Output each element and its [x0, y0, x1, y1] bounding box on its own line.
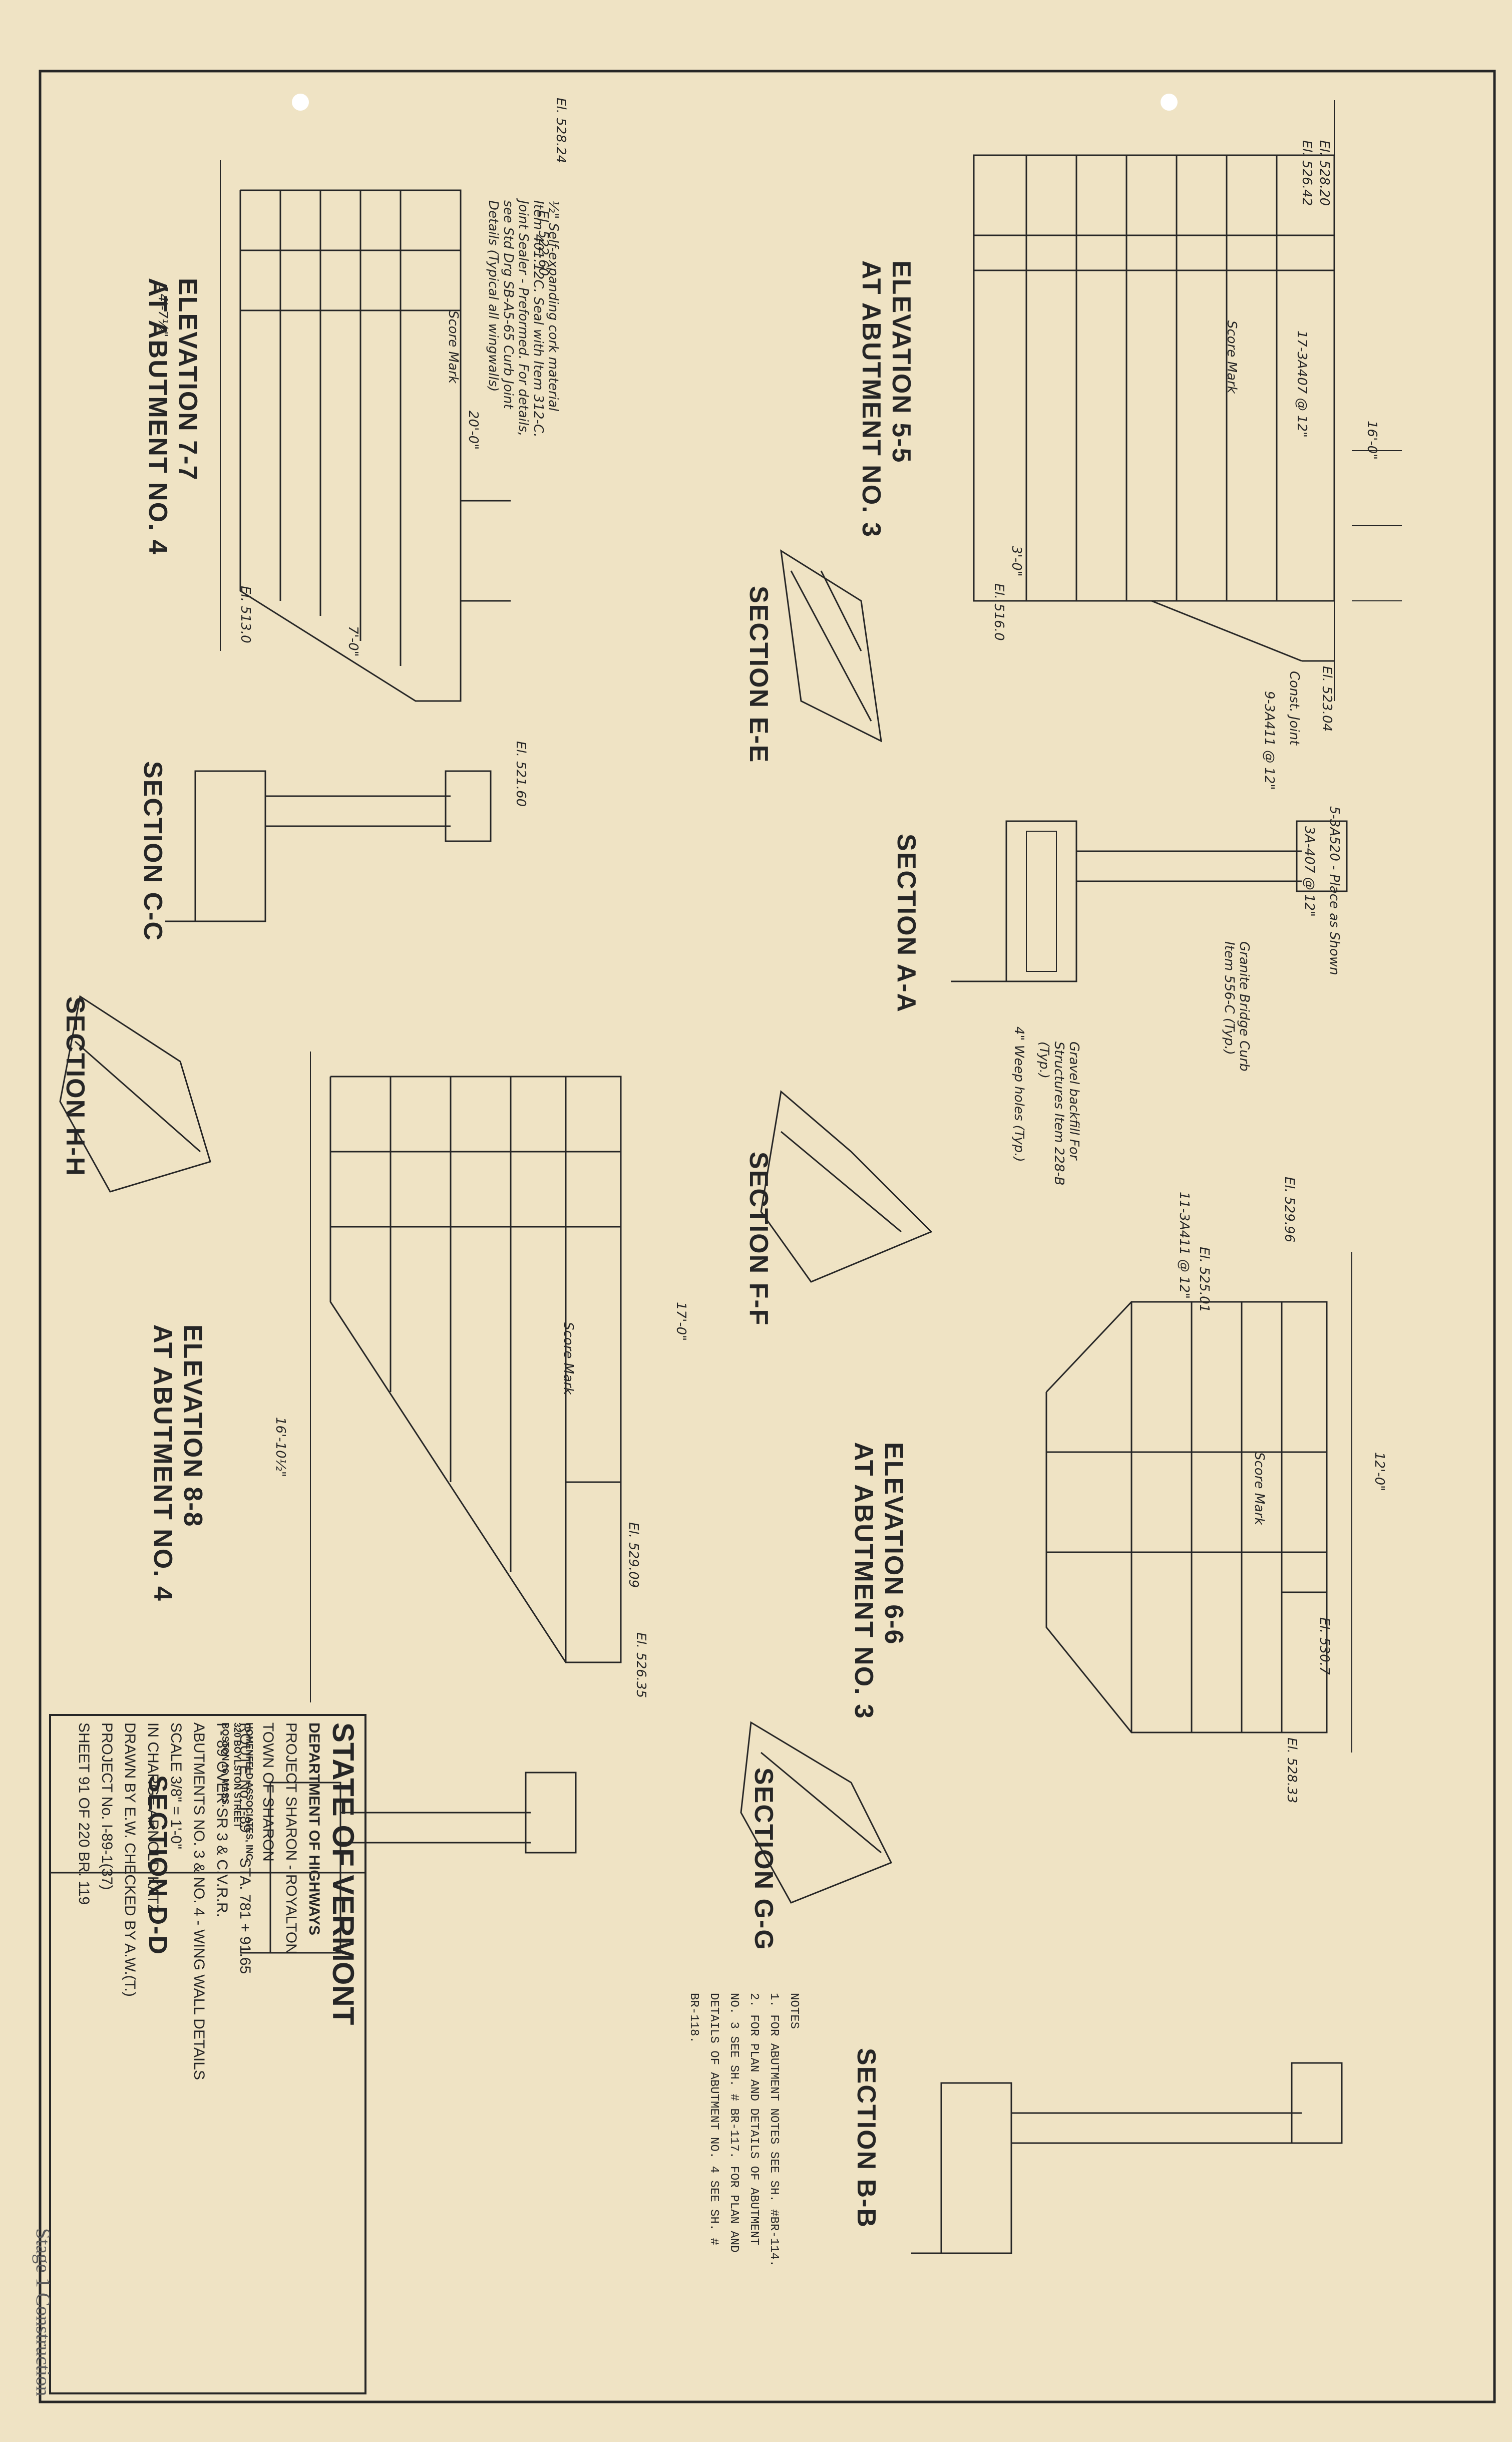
dimension-label: 17'-0" [673, 1302, 688, 1341]
elevation-8-8-lines [310, 1052, 622, 1702]
dimension-label: 7'-0" [345, 626, 360, 657]
elevation-label: El. 526.35 [633, 1632, 648, 1698]
firm-stamp: HOMENFELD ASSOCIATES, INC. 320 BOYLSTON … [220, 1722, 254, 1863]
cork-joint-note: ½" Self-expanding cork material Item 401… [486, 200, 561, 438]
rebar-callout: 3A-407 @ 12" [1302, 826, 1317, 917]
title-in-charge: IN CHARGE ARNOLD KATZ [145, 1722, 161, 1914]
view-title-section-b-b: SECTION B-B [852, 2048, 881, 2228]
elevation-label: El. 530.7 [1317, 1617, 1332, 1675]
note-item: 2. FOR PLAN AND DETAILS OF ABUTMENT NO. … [687, 1993, 761, 2253]
elevation-7-7-lines [220, 160, 511, 702]
elevation-label: El. 529.09 [626, 1522, 641, 1588]
score-mark-label: Score Mark [1252, 1452, 1267, 1525]
rebar-callout: 11-3A411 @ 12" [1177, 1192, 1192, 1299]
curb-note: Granite Bridge Curb Item 556-C (Typ.) [1222, 941, 1252, 1072]
elevation-label: El. 523.04 [1319, 666, 1334, 732]
elevation-label: El. 526.42 [1299, 140, 1314, 206]
title-scale: SCALE 3/8" = 1'-0" [168, 1722, 184, 1849]
title-drawn: DRAWN BY E.W. CHECKED BY A.W.(T.) [122, 1722, 138, 1997]
view-title-section-h-h: SECTION H-H [61, 996, 90, 1177]
score-mark-label: Score Mark [446, 310, 461, 384]
section-g-g-lines [740, 1721, 893, 1904]
view-title-section-e-e: SECTION E-E [744, 586, 773, 764]
section-f-f-lines [760, 1090, 933, 1283]
note-item: 1. FOR ABUTMENT NOTES SEE SH. #BR-114. [767, 1993, 781, 2267]
elevation-6-6-lines [1045, 1252, 1352, 1753]
title-project: PROJECT SHARON - ROYALTON [283, 1722, 299, 1954]
dimension-label: 16'-10½" [273, 1417, 288, 1477]
dimension-label: 20'-0" [466, 411, 481, 450]
section-c-c-lines [165, 770, 492, 922]
gravel-backfill-note: Gravel backfill For Structures Item 228-… [1036, 1041, 1081, 1186]
view-title-section-f-f: SECTION F-F [744, 1152, 773, 1326]
view-title-section-c-c: SECTION C-C [138, 761, 167, 941]
dimension-label: 14'-7½" [155, 285, 170, 337]
title-desc2: ABUTMENTS NO. 3 & NO. 4 - WING WALL DETA… [191, 1722, 207, 2080]
section-b-b-lines [911, 2062, 1343, 2254]
elevation-label: El. 529.96 [1282, 1177, 1297, 1243]
elevation-label: El. 528.20 [1317, 140, 1332, 206]
elevation-label: El. 525.01 [1197, 1247, 1212, 1313]
title-dept: DEPARTMENT OF HIGHWAYS [306, 1722, 322, 1936]
elevation-label: El. 513.0 [238, 586, 253, 643]
stage-label: Stage 1 Construction [32, 2228, 55, 2396]
const-joint-label: Const. Joint [1287, 671, 1302, 746]
elevation-label: El. 516.0 [991, 583, 1006, 641]
dimension-label: 16'-0" [1364, 421, 1379, 460]
notes-block: NOTES 1. FOR ABUTMENT NOTES SEE SH. #BR-… [683, 1993, 804, 2273]
title-sheet: SHEET 91 OF 220 BR. 119 [76, 1722, 92, 1905]
rebar-callout: 17-3A407 @ 12" [1294, 330, 1309, 438]
view-title-section-g-g: SECTION G-G [749, 1768, 778, 1951]
title-state: STATE OF VERMONT [326, 1722, 360, 2025]
elevation-label: El. 521.60 [513, 741, 528, 807]
elevation-label: El. 528.24 [553, 98, 568, 164]
rebar-callout: 5-3A520 - Place as Shown [1327, 806, 1342, 975]
dimension-label: 12'-0" [1372, 1452, 1387, 1492]
section-h-h-lines [59, 995, 211, 1193]
rebar-callout: 9-3A411 @ 12" [1262, 691, 1277, 790]
title-block: STATE OF VERMONT DEPARTMENT OF HIGHWAYS … [72, 1722, 360, 2080]
punch-hole-right [1161, 94, 1178, 111]
title-town: TOWN OF SHARON [260, 1722, 276, 1862]
title-block-frame [49, 1714, 366, 2394]
view-title-section-a-a: SECTION A-A [892, 834, 921, 1013]
punch-hole-left [292, 94, 309, 111]
title-project-no: PROJECT No. I-89-1(37) [99, 1722, 115, 1890]
elevation-label: El. 528.33 [1284, 1737, 1299, 1804]
sheet-border [39, 70, 1496, 2403]
section-d-d-lines [240, 1772, 577, 1954]
score-mark-label: Score Mark [1224, 320, 1239, 394]
dimension-label: 3'-0" [1009, 546, 1024, 577]
elevation-5-5-lines [973, 100, 1402, 701]
section-e-e-lines [780, 549, 882, 743]
score-mark-label: Score Mark [561, 1322, 576, 1395]
section-a-a-lines [951, 820, 1348, 982]
notes-heading: NOTES [787, 1993, 801, 2029]
weep-hole-note: 4" Weep holes (Typ.) [1011, 1026, 1026, 1162]
